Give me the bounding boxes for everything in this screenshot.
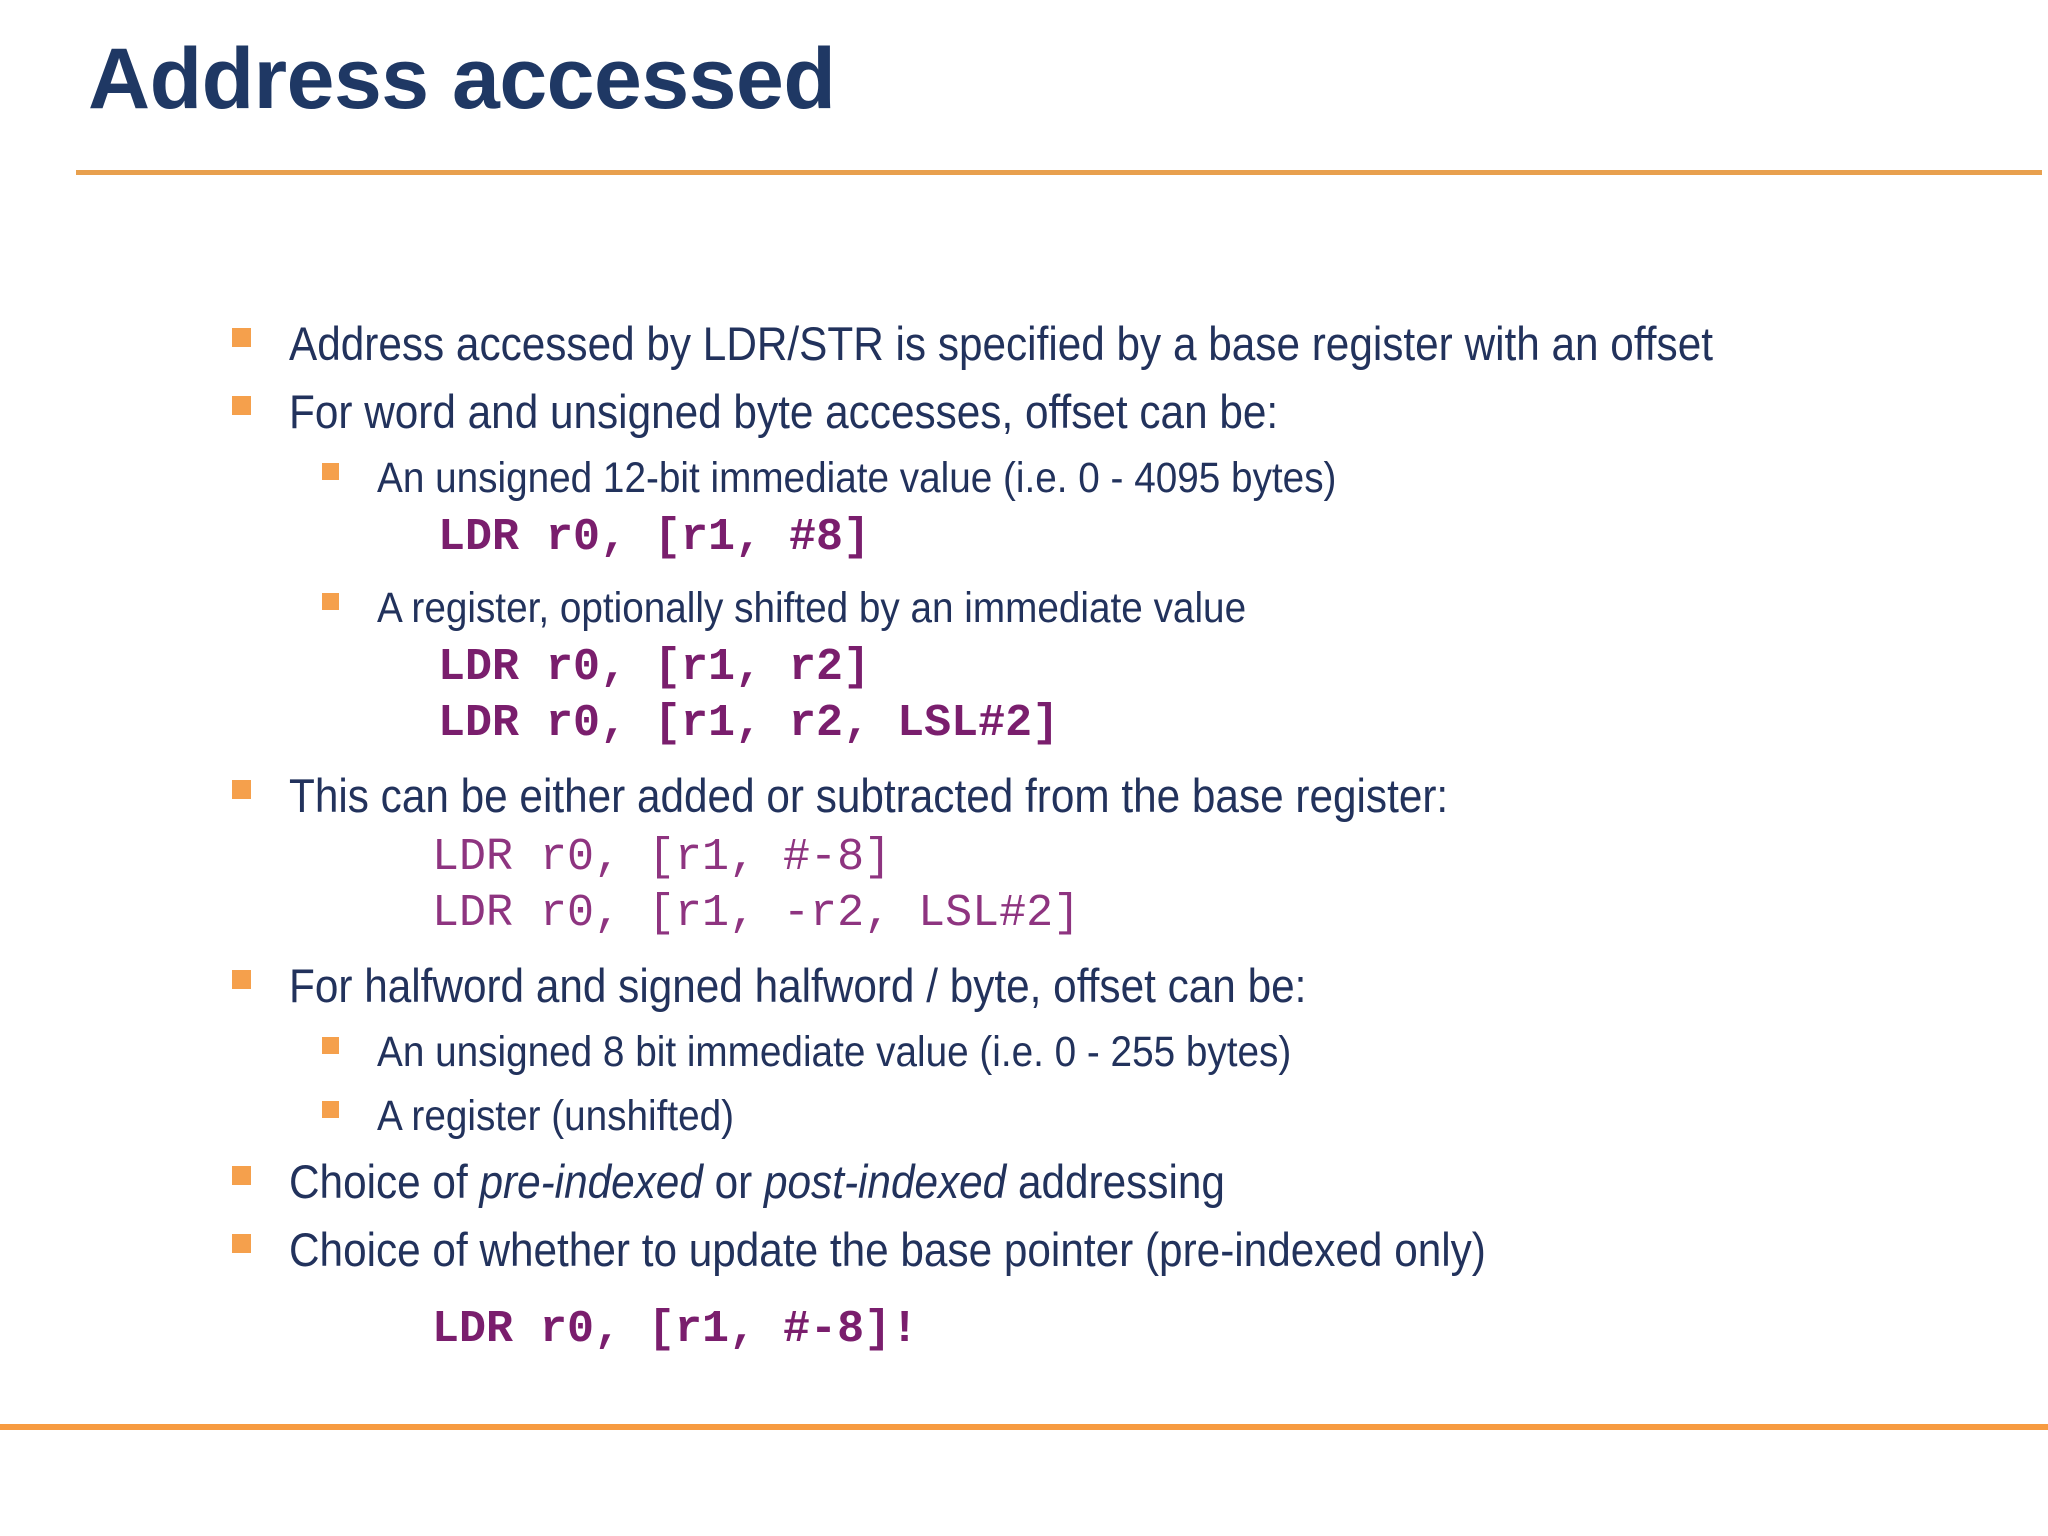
square-bullet-icon xyxy=(232,970,251,989)
square-bullet-icon xyxy=(322,463,339,480)
square-bullet-icon xyxy=(232,1234,251,1253)
bullet-item-update-base-pointer: Choice of whether to update the base poi… xyxy=(0,1216,2048,1284)
spacer xyxy=(0,942,2048,952)
emphasis-post-indexed: post-indexed xyxy=(763,1155,1007,1208)
square-bullet-icon xyxy=(232,396,251,415)
bullet-text-part-3: addressing xyxy=(1006,1155,1225,1208)
bullet-item-address-accessed: Address accessed by LDR/STR is specified… xyxy=(0,310,2048,378)
square-bullet-icon xyxy=(232,780,251,799)
spacer xyxy=(0,566,2048,576)
spacer xyxy=(0,752,2048,762)
bullet-text: Choice of whether to update the base poi… xyxy=(289,1223,1486,1276)
bullet-text: Address accessed by LDR/STR is specified… xyxy=(289,317,1713,370)
square-bullet-icon xyxy=(322,1101,339,1118)
code-line-ldr-neg-reg-lsl: LDR r0, [r1, -r2, LSL#2] xyxy=(432,888,1081,939)
sub-bullet-item-register-unshifted: A register (unshifted) xyxy=(0,1084,2048,1148)
page-title: Address accessed xyxy=(88,31,836,127)
bullet-text: Choice of pre-indexed or post-indexed ad… xyxy=(289,1148,1225,1216)
code-line-ldr-reg: LDR r0, [r1, r2] xyxy=(438,642,871,693)
sub-bullet-text: An unsigned 12-bit immediate value (i.e.… xyxy=(377,454,1337,502)
bullet-item-pre-post-indexed: Choice of pre-indexed or post-indexed ad… xyxy=(0,1148,2048,1216)
bullet-text: For halfword and signed halfword / byte,… xyxy=(289,959,1307,1012)
square-bullet-icon xyxy=(232,1166,251,1185)
slide-body: Address accessed by LDR/STR is specified… xyxy=(0,310,2048,1358)
bullet-text-part-2: or xyxy=(702,1155,764,1208)
spacer xyxy=(0,1284,2048,1302)
bullet-text-part-1: Choice of xyxy=(289,1155,480,1208)
bullet-item-halfword-signed: For halfword and signed halfword / byte,… xyxy=(0,952,2048,1020)
footer-divider-rule xyxy=(0,1424,2048,1430)
square-bullet-icon xyxy=(322,593,339,610)
code-line-ldr-reg-lsl: LDR r0, [r1, r2, LSL#2] xyxy=(438,698,1060,749)
sub-bullet-text: A register (unshifted) xyxy=(377,1092,735,1140)
title-divider-rule xyxy=(76,170,2042,175)
sub-bullet-item-register-shifted: A register, optionally shifted by an imm… xyxy=(0,576,2048,640)
emphasis-pre-indexed: pre-indexed xyxy=(479,1155,703,1208)
square-bullet-icon xyxy=(322,1037,339,1054)
sub-bullet-item-12bit-immediate: An unsigned 12-bit immediate value (i.e.… xyxy=(0,446,2048,510)
bullet-item-word-unsigned-byte: For word and unsigned byte accesses, off… xyxy=(0,378,2048,446)
sub-bullet-text: A register, optionally shifted by an imm… xyxy=(377,584,1247,632)
bullet-text: This can be either added or subtracted f… xyxy=(289,769,1449,822)
bullet-text: For word and unsigned byte accesses, off… xyxy=(289,385,1279,438)
square-bullet-icon xyxy=(232,328,251,347)
sub-bullet-text: An unsigned 8 bit immediate value (i.e. … xyxy=(377,1028,1292,1076)
code-line-ldr-imm8: LDR r0, [r1, #8] xyxy=(438,512,871,563)
code-line-ldr-writeback: LDR r0, [r1, #-8]! xyxy=(432,1304,919,1355)
sub-bullet-item-8bit-immediate: An unsigned 8 bit immediate value (i.e. … xyxy=(0,1020,2048,1084)
bullet-item-added-or-subtracted: This can be either added or subtracted f… xyxy=(0,762,2048,830)
code-line-ldr-neg-imm8: LDR r0, [r1, #-8] xyxy=(432,832,892,883)
